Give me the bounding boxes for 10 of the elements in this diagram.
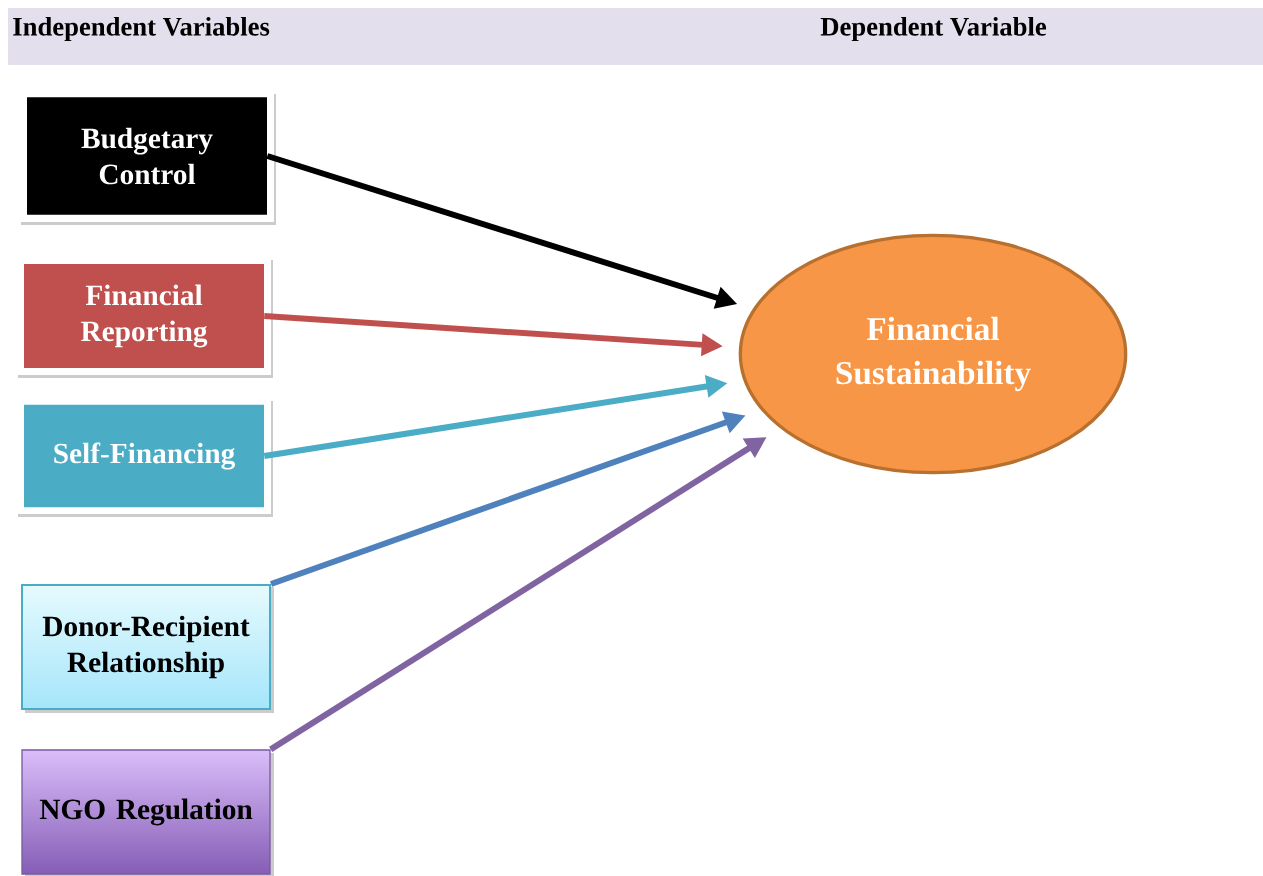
- factor-box: Self-Financing: [16, 397, 273, 517]
- column-heading: Dependent Variable: [820, 16, 1047, 42]
- factor-box: NGO Regulation: [21, 749, 274, 876]
- column-heading: Independent Variables: [13, 16, 270, 42]
- node-label: Self-Financing: [54, 442, 235, 470]
- node-label: Financial Reporting: [80, 284, 208, 348]
- factor-box: Budgetary Control: [19, 90, 276, 225]
- factor-box: Donor-Recipient Relationship: [21, 584, 274, 713]
- factor-box: Financial Reporting: [16, 256, 273, 378]
- node-label: Budgetary Control: [81, 127, 213, 185]
